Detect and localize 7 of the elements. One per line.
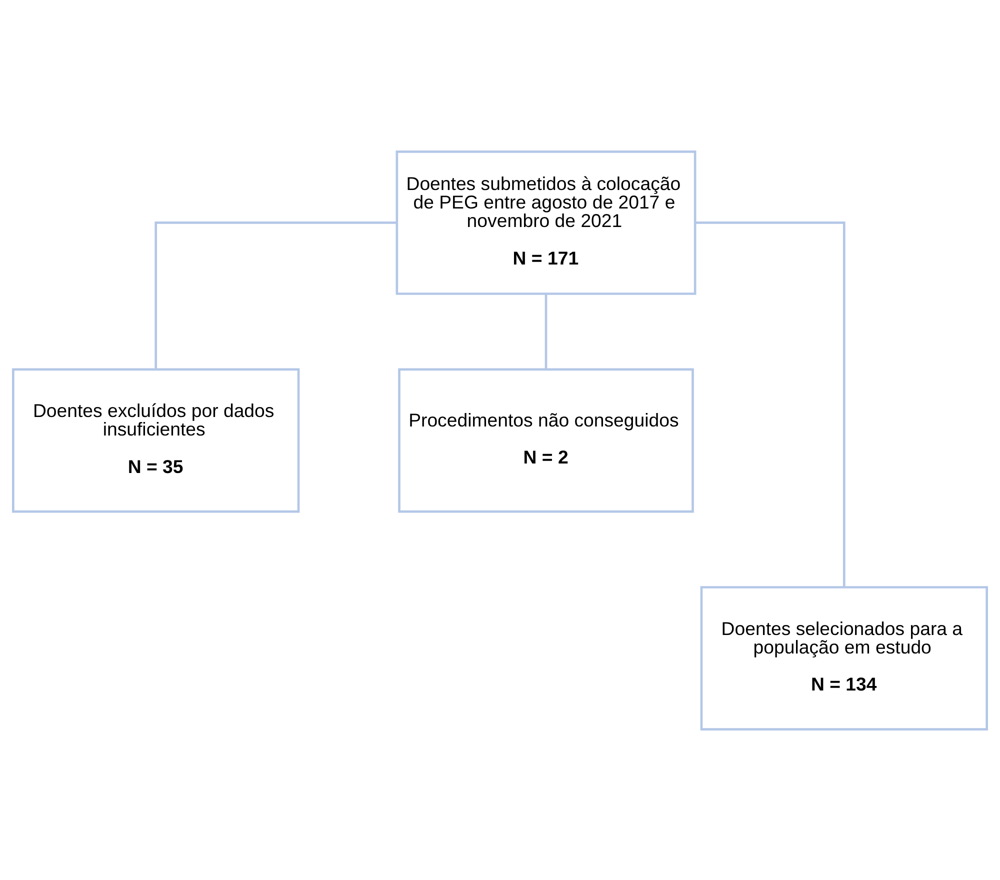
node-box: Doentes selecionados para a população em estudo N = 134 [700,586,988,730]
connector [154,221,397,369]
connector [696,221,846,586]
node-box: Procedimentos não conseguidos N = 2 [398,368,694,512]
connector [544,294,548,369]
node-box: Doentes submetidos à colocação de PEG entre agosto de 2017 e novembro de 2021 N = 171 [396,150,696,294]
node-box: Doentes excluídos por dados insuficientes N = 35 [12,368,300,512]
